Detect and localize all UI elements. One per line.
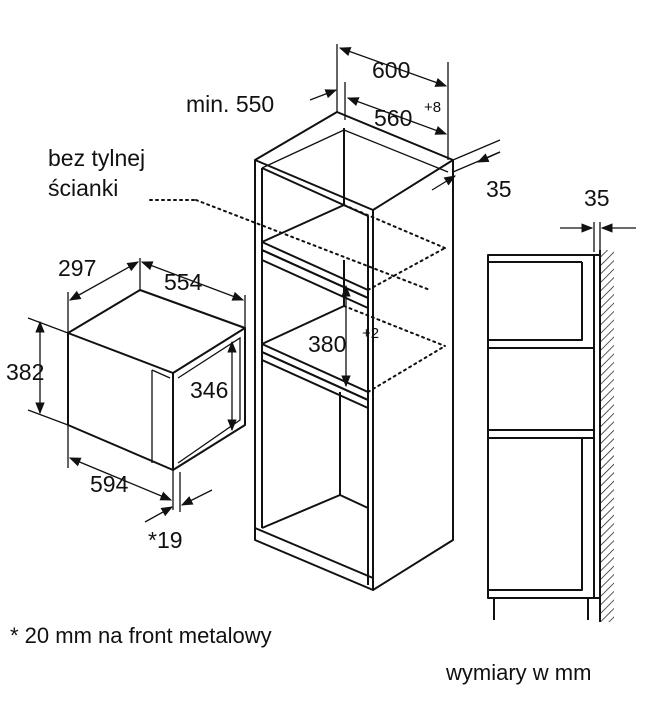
dim-560: 560 <box>374 105 412 131</box>
dim-346: 346 <box>190 377 228 403</box>
dim-35-cabinet: 35 <box>486 176 512 202</box>
dim-380: 380 <box>308 331 346 357</box>
dim-600: 600 <box>372 57 410 83</box>
note-no-back-wall-line2: ścianki <box>48 175 118 201</box>
dim-380-tolerance: +2 <box>362 325 379 342</box>
dim-554: 554 <box>164 269 203 295</box>
dim-560-tolerance: +8 <box>424 99 441 116</box>
footnote-metal-front: * 20 mm na front metalowy <box>10 623 272 648</box>
side-section-drawing <box>487 222 636 622</box>
note-no-back-wall-line1: bez tylnej <box>48 145 145 171</box>
dim-297: 297 <box>58 255 96 281</box>
dim-35-side: 35 <box>584 185 610 211</box>
units-note: wymiary w mm <box>445 660 591 685</box>
dim-382: 382 <box>6 359 44 385</box>
dim-19: *19 <box>148 527 183 553</box>
dim-594: 594 <box>90 471 129 497</box>
tall-cabinet-drawing <box>149 44 501 591</box>
dim-min-550: min. 550 <box>186 91 274 117</box>
microwave-drawing <box>27 258 246 523</box>
